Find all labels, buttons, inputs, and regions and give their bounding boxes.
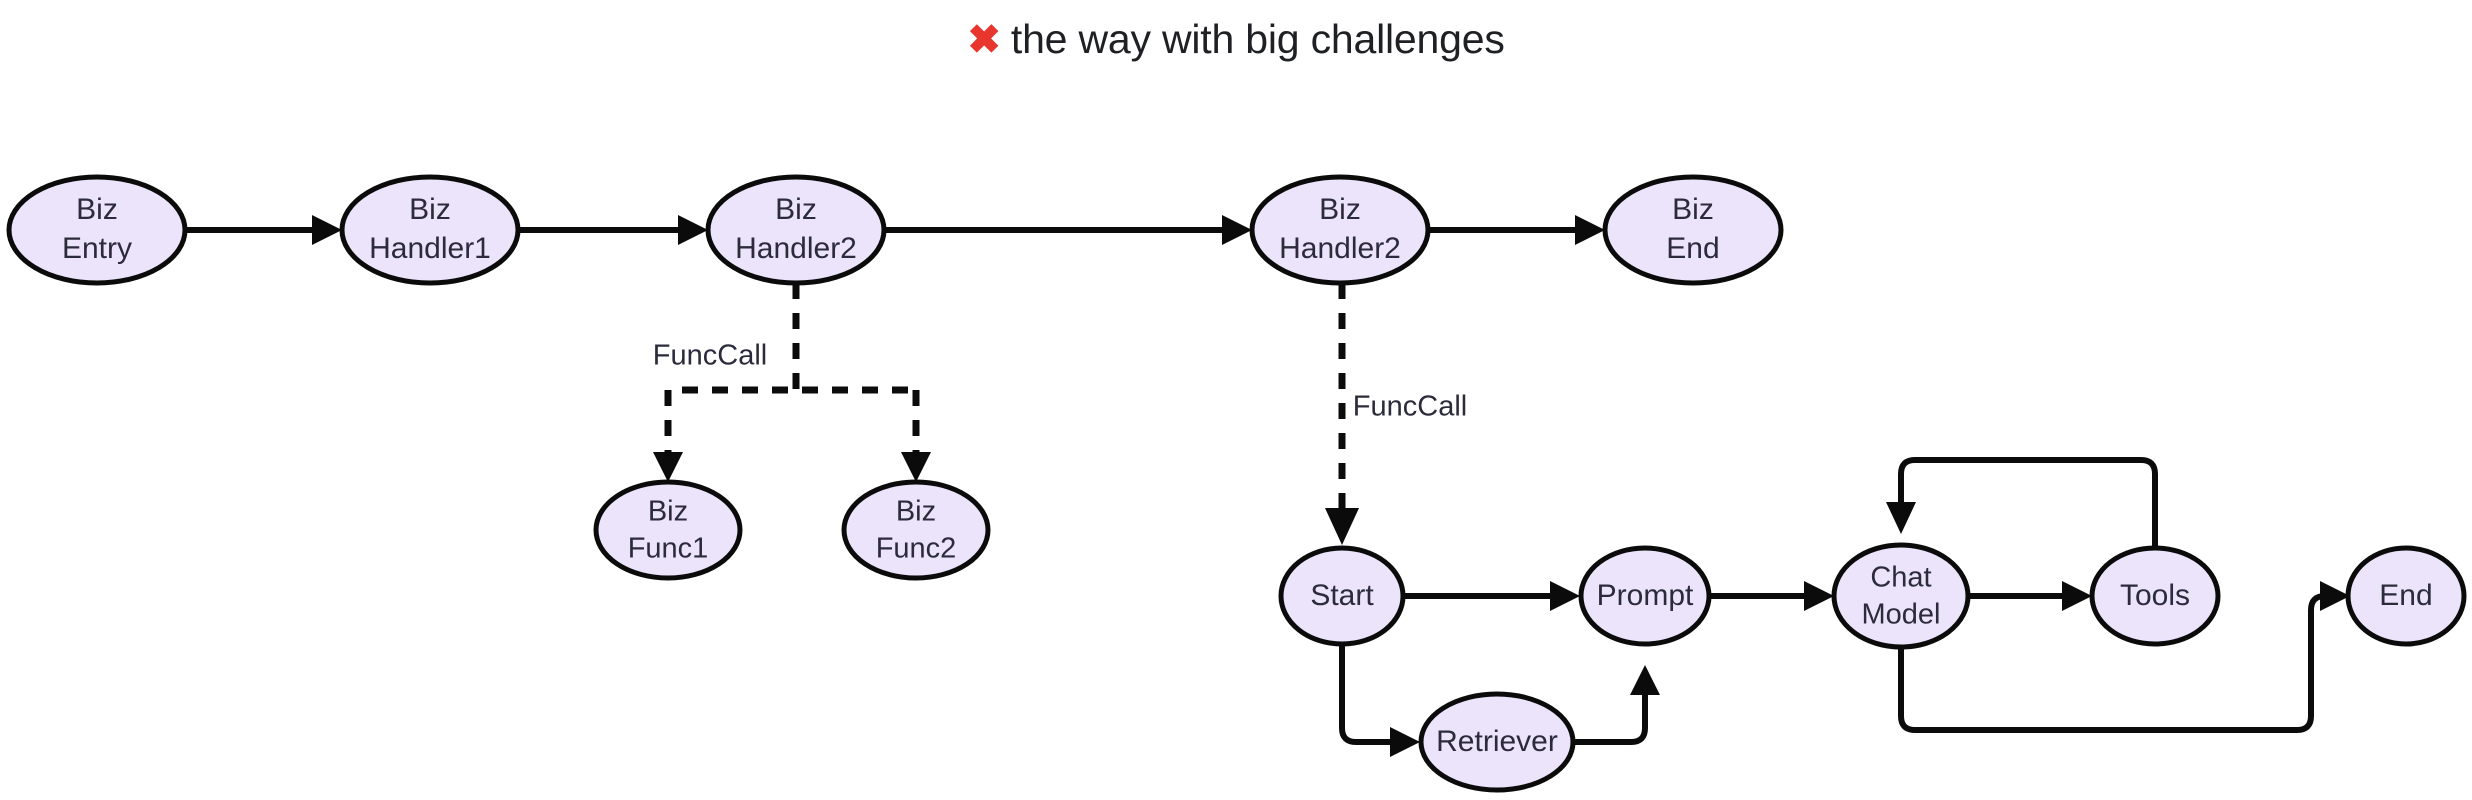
node-biz-entry[interactable]: Biz Entry (6, 174, 188, 286)
edge-retriever-to-prompt (1573, 665, 1660, 745)
edge-label-group: FuncCall FuncCall (653, 340, 1467, 423)
edge-chat-model-to-end (1898, 581, 2350, 733)
node-end[interactable]: End (2345, 545, 2467, 647)
node-start-label: Start (1310, 579, 1374, 612)
node-biz-entry-line1: Biz (76, 193, 118, 226)
diagram-title: ✖ the way with big challenges (0, 0, 2472, 78)
node-biz-func2-line2: Func2 (876, 533, 957, 565)
node-biz-end[interactable]: Biz End (1602, 174, 1784, 286)
node-biz-handler1-line2: Handler1 (369, 232, 491, 265)
edge-start-to-retriever (1339, 645, 1420, 757)
node-tools[interactable]: Tools (2089, 545, 2221, 647)
node-retriever-label: Retriever (1436, 725, 1558, 758)
edge-biz-handler2b-to-biz-end (1430, 215, 1605, 245)
node-start[interactable]: Start (1278, 545, 1406, 647)
node-biz-handler2-second-line2: Handler2 (1279, 232, 1401, 265)
edge-tools-to-chat-model-loop (1886, 457, 2158, 548)
node-group: Biz Entry Biz Handler1 Biz Handler2 Biz … (6, 174, 2467, 793)
node-chat-model-line2: Model (1862, 599, 1941, 631)
node-biz-func1-line1: Biz (648, 496, 688, 528)
node-chat-model-line1: Chat (1870, 562, 1931, 594)
node-biz-handler1[interactable]: Biz Handler1 (339, 174, 521, 286)
node-tools-label: Tools (2120, 579, 2190, 612)
edge-biz-handler2b-funccall-to-start (1325, 283, 1359, 545)
node-retriever[interactable]: Retriever (1418, 691, 1576, 793)
node-biz-func2[interactable]: Biz Func2 (841, 479, 991, 581)
node-biz-handler2-line2: Handler2 (735, 232, 857, 265)
node-biz-func1-line2: Func1 (628, 533, 709, 565)
node-biz-func2-line1: Biz (896, 496, 936, 528)
edge-group-solid (187, 215, 2350, 757)
edge-biz-handler1-to-biz-handler2 (520, 215, 708, 245)
node-biz-handler2[interactable]: Biz Handler2 (705, 174, 887, 286)
node-biz-handler2-second[interactable]: Biz Handler2 (1249, 174, 1431, 286)
node-biz-entry-line2: Entry (62, 232, 132, 265)
red-cross-mark-icon: ✖ (967, 18, 1001, 62)
node-chat-model[interactable]: Chat Model (1831, 542, 1971, 650)
node-prompt-label: Prompt (1597, 579, 1694, 612)
edge-label-funccall-left: FuncCall (653, 340, 767, 372)
node-biz-handler2-second-line1: Biz (1319, 193, 1361, 226)
node-biz-handler2-line1: Biz (775, 193, 817, 226)
node-biz-end-line1: Biz (1672, 193, 1714, 226)
edge-chat-model-to-tools (1969, 581, 2092, 611)
node-biz-func1[interactable]: Biz Func1 (593, 479, 743, 581)
edge-group-dashed (653, 283, 1359, 545)
node-end-label: End (2379, 579, 2432, 612)
node-prompt[interactable]: Prompt (1578, 545, 1712, 647)
edge-biz-handler2-funccall-fork (653, 283, 931, 482)
edge-prompt-to-chat-model (1710, 581, 1834, 611)
diagram-title-text: the way with big challenges (1010, 15, 1505, 62)
node-biz-end-line2: End (1666, 232, 1719, 265)
edge-label-funccall-right: FuncCall (1353, 391, 1467, 423)
edge-biz-handler2-to-biz-handler2b (886, 215, 1252, 245)
edge-biz-entry-to-biz-handler1 (187, 215, 342, 245)
node-biz-handler1-line1: Biz (409, 193, 451, 226)
edge-start-to-prompt (1405, 581, 1580, 611)
